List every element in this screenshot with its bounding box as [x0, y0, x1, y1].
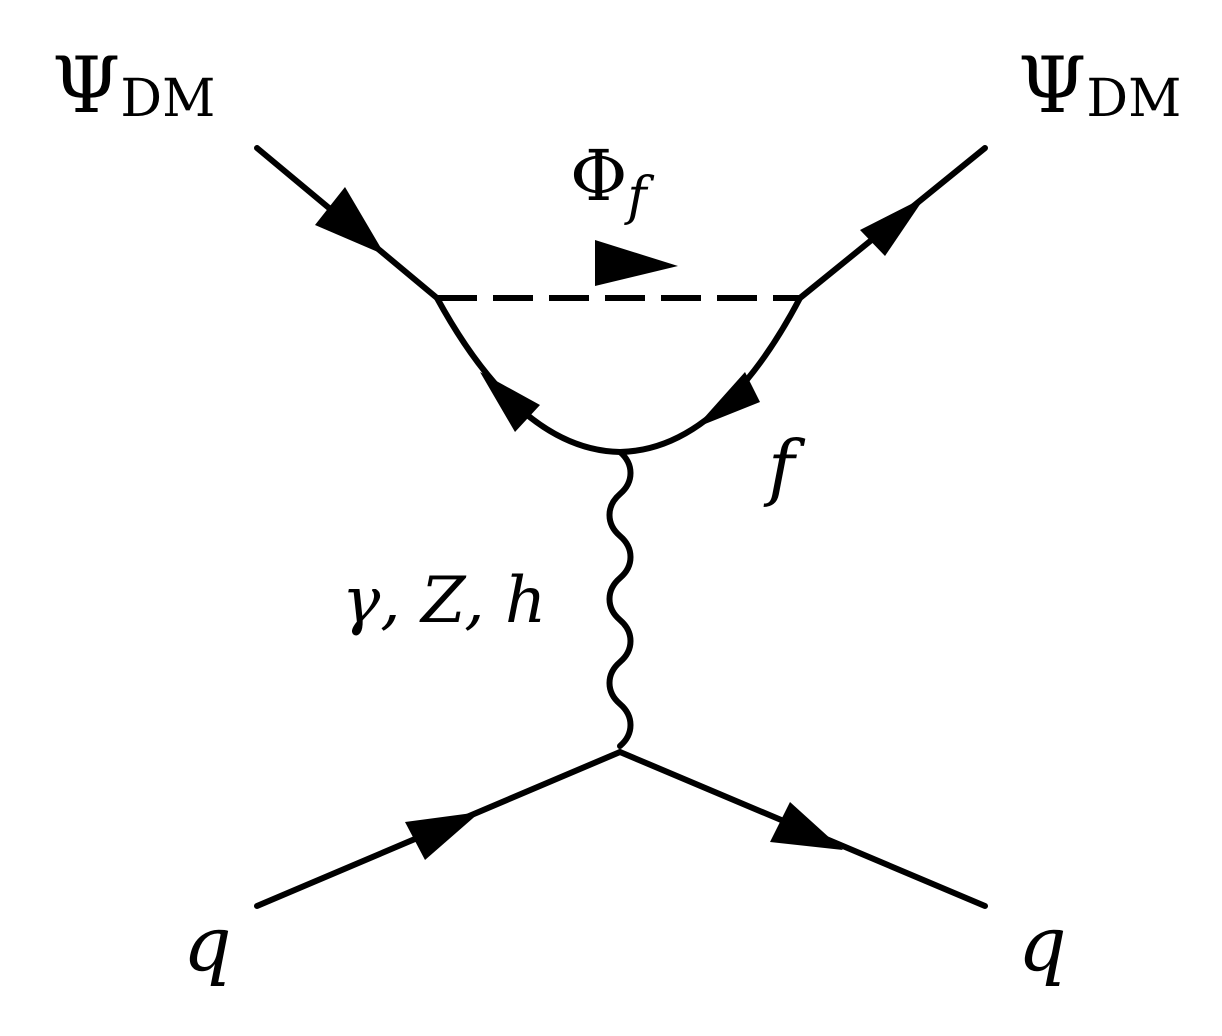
label-fermion: f	[763, 425, 806, 509]
arrow-fermion-right	[695, 372, 760, 428]
dm-subscript: DM	[1086, 69, 1181, 129]
arrow-fermion-left	[480, 372, 540, 432]
phi-subscript: f	[623, 167, 654, 227]
arrow-incoming-dm	[315, 187, 385, 255]
arrow-incoming-quark	[405, 812, 480, 860]
arrow-scalar	[595, 240, 678, 286]
arrow-outgoing-quark	[770, 802, 843, 850]
arrow-outgoing-dm	[860, 197, 925, 256]
phi-symbol: Φ	[570, 135, 627, 217]
psi-symbol: Ψ	[1018, 41, 1086, 131]
label-quark-outgoing: q	[1018, 899, 1067, 988]
dm-subscript: DM	[120, 69, 215, 129]
label-dm-incoming: ΨDM	[52, 41, 215, 131]
label-scalar: Φf	[570, 135, 654, 227]
boson-propagator-wavy	[606, 449, 634, 749]
psi-symbol: Ψ	[52, 41, 120, 131]
label-dm-outgoing: ΨDM	[1018, 41, 1181, 131]
label-mediators: γ, Z, h	[342, 564, 546, 638]
label-quark-incoming: q	[183, 899, 232, 988]
